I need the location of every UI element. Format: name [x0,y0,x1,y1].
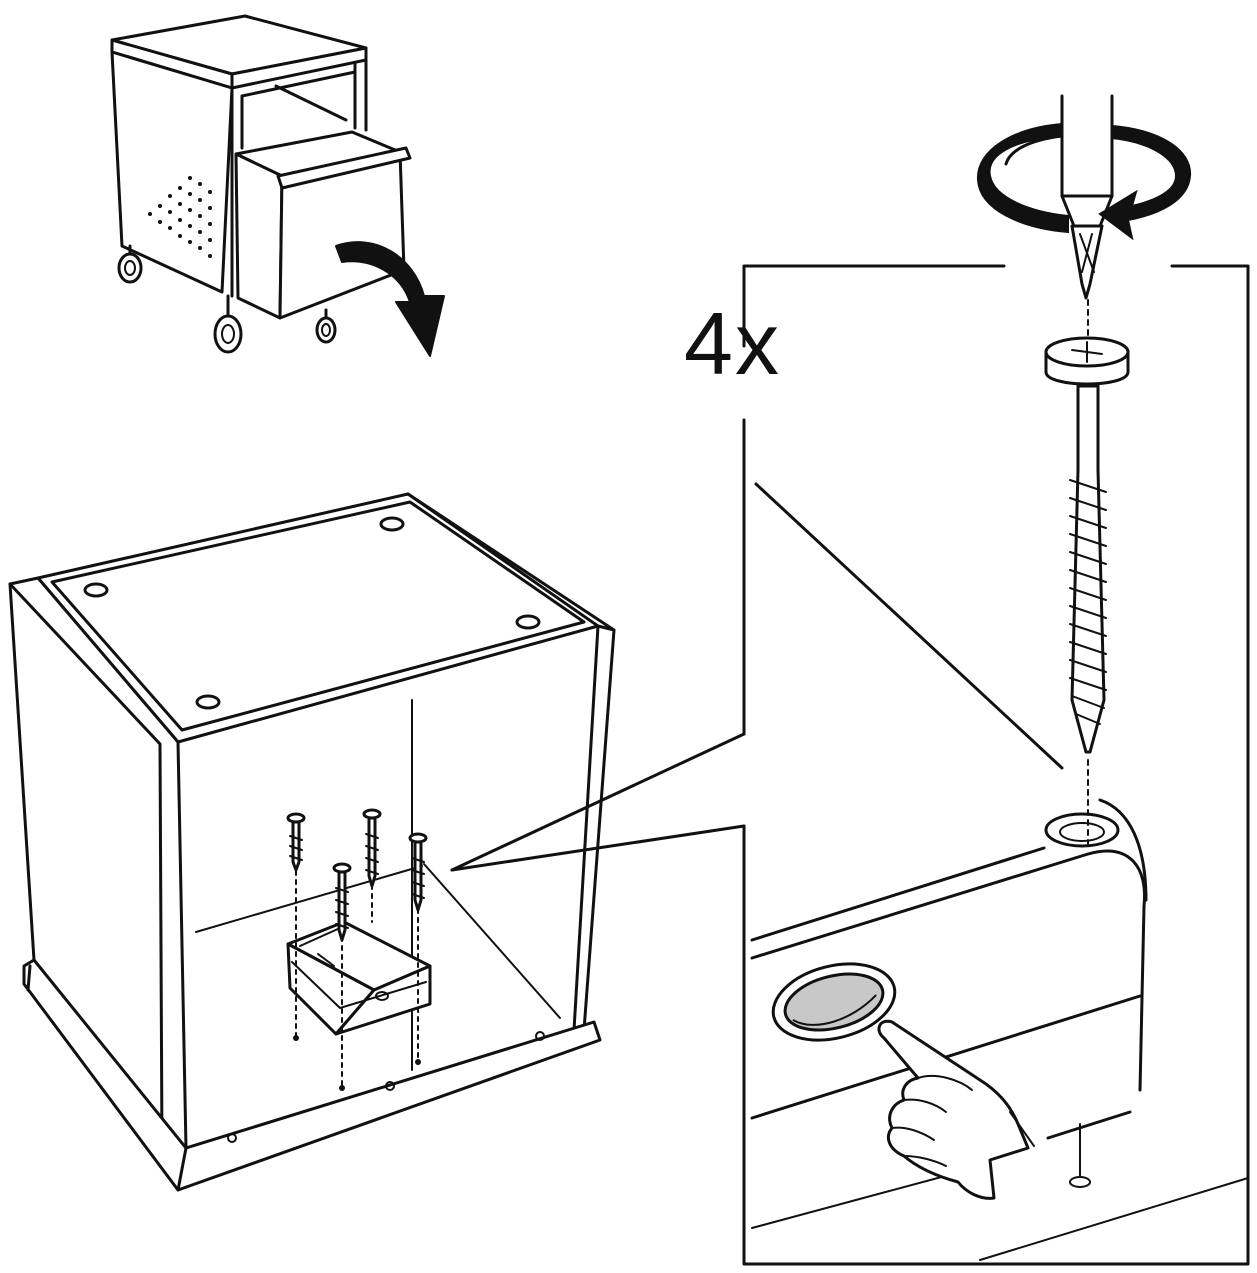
long-screw-icon [1044,299,1130,845]
curved-arrow-icon [335,241,445,357]
caster-wheel [213,294,243,354]
caster-wheel [117,244,143,284]
cabinet-upside-down [8,492,616,1192]
detail-callout-frame [742,264,1250,1266]
caster-release-button [771,962,897,1042]
pointing-hand-icon [877,1019,1035,1200]
drawer-unit-overview [110,14,445,357]
rotate-clockwise-icon [976,122,1192,241]
quantity-label: 4x [684,294,781,393]
screw [332,862,352,1091]
screw [408,832,428,1065]
screw [286,812,306,1041]
caster-mounting-plate [286,920,432,1036]
screwdriver-icon [1060,94,1114,300]
callout-pointer [450,732,746,872]
screw [362,808,382,923]
perforation-pattern [148,176,212,258]
caster-wheel [315,308,337,344]
